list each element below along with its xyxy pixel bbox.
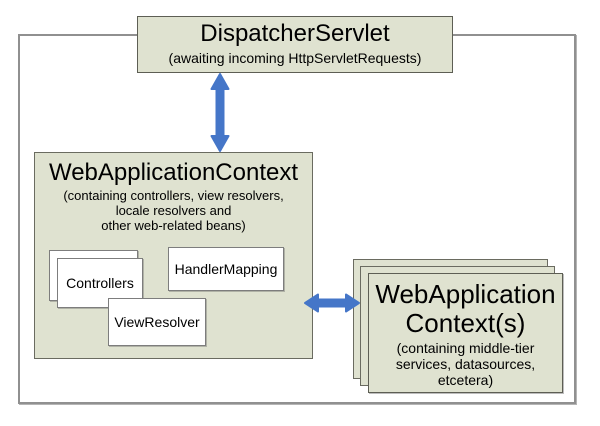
dispatcher-servlet-box: DispatcherServlet (awaiting incoming Htt…: [137, 16, 453, 73]
view-resolver-label: ViewResolver: [114, 314, 200, 330]
dispatcher-servlet-title: DispatcherServlet: [200, 20, 390, 47]
web-application-contexts-box: WebApplication Context(s) (containing mi…: [368, 273, 563, 393]
web-application-contexts-subtitle-line2: services, datasources,: [395, 356, 536, 372]
web-application-contexts-title-line2: Context(s): [405, 308, 526, 338]
web-application-context-subtitle-line2: locale resolvers and: [115, 203, 232, 218]
web-application-context-subtitle-line1: (containing controllers, view resolvers,: [63, 188, 284, 203]
web-application-context-subtitle-line3: other web-related beans): [101, 218, 246, 233]
handler-mapping-box: HandlerMapping: [168, 247, 284, 291]
handler-mapping-label: HandlerMapping: [174, 261, 278, 277]
web-application-contexts-subtitle-line1: (containing middle-tier: [396, 340, 535, 356]
web-application-contexts-title-line1: WebApplication: [375, 279, 556, 309]
web-application-context-title: WebApplicationContext: [48, 159, 299, 186]
controllers-label: Controllers: [66, 275, 134, 291]
web-application-context-box: WebApplicationContext (containing contro…: [34, 152, 313, 359]
web-application-contexts-subtitle-line3: etcetera): [437, 372, 494, 388]
dispatcher-servlet-subtitle: (awaiting incoming HttpServletRequests): [168, 50, 422, 66]
view-resolver-box: ViewResolver: [108, 298, 206, 346]
